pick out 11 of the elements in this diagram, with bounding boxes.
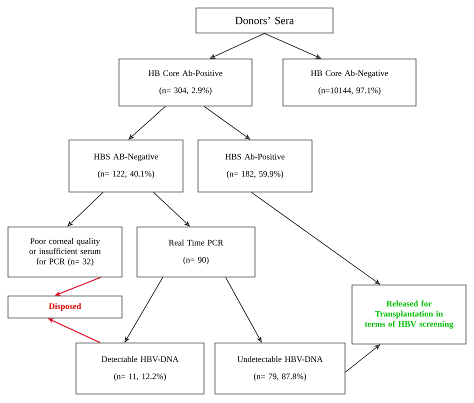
process-box: HBS Ab-Positive (n= 182, 59.9%) [198, 140, 312, 192]
process-box: HB Core Ab-Positive (n= 304, 2.9%) [118, 58, 252, 106]
process-box: Undetectable HBV-DNA (n= 79, 87.8%) [214, 342, 346, 394]
process-box: Released for Transplantation in terms of HBV screening [352, 284, 466, 344]
process-box: HB Core Ab-Negative (n=10144, 97.1%) [282, 58, 416, 106]
process-box: Detectable HBV-DNA (n= 11, 12.2%) [76, 342, 204, 394]
process-box: Donors’ Sera [196, 8, 334, 34]
process-box: Real Time PCR (n= 90) [136, 226, 256, 278]
process-box: Poor corneal quality or insufficient serum for PCR (n= 32) [8, 226, 122, 278]
process-box: HBS AB-Negative (n= 122, 40.1%) [68, 140, 184, 192]
process-box: Disposed [8, 296, 122, 318]
